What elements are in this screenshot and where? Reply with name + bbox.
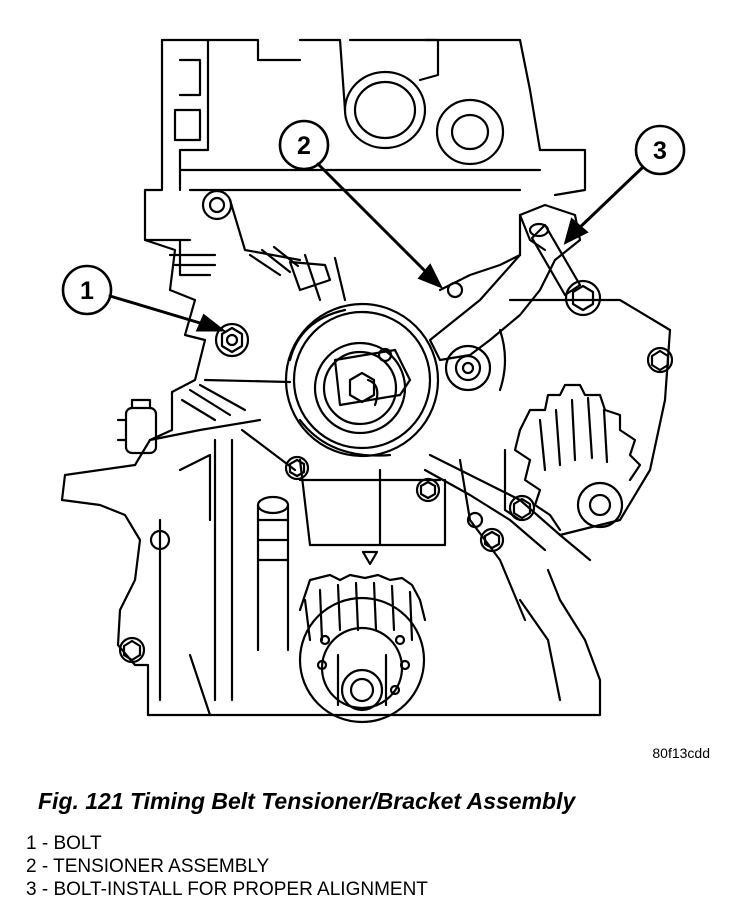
crank-sprocket (298, 550, 427, 724)
legend-item: 2 - TENSIONER ASSEMBLY (26, 856, 270, 877)
callout-2-badge (278, 119, 330, 171)
water-pump (498, 298, 672, 537)
tensioner-bracket (428, 203, 582, 392)
callout-2-number: 2 (297, 132, 311, 160)
figure-caption: Fig. 121 Timing Belt Tensioner/Bracket A… (38, 788, 576, 814)
callout-3-leader (573, 166, 644, 234)
stud (256, 495, 290, 652)
callout-1-leader (108, 294, 212, 328)
alignment-bolt (528, 222, 602, 317)
bolt-1-part (214, 322, 250, 358)
tensioner-pulley (284, 302, 440, 458)
engine-illustration: 1 2 3 (60, 38, 686, 724)
callout-3-number: 3 (653, 137, 667, 165)
callout-1-arrowhead (195, 313, 227, 332)
callout-1-badge (61, 264, 113, 316)
callout-1-number: 1 (80, 277, 94, 305)
legend-item: 1 - BOLT (26, 833, 102, 854)
cylinder-head (143, 38, 587, 242)
image-code: 80f13cdd (652, 745, 710, 761)
callout-3-arrowhead (563, 217, 589, 245)
timing-belt (423, 453, 592, 562)
engine-block (60, 198, 602, 717)
legend-list: 1 - BOLT 2 - TENSIONER ASSEMBLY 3 - BOLT… (26, 832, 428, 901)
callout-2-leader (316, 162, 432, 278)
legend-item: 3 - BOLT-INSTALL FOR PROPER ALIGNMENT (26, 879, 428, 900)
callout-2-arrowhead (417, 263, 444, 289)
callout-3-badge (634, 124, 686, 176)
block-bolts (118, 189, 674, 664)
sensor (116, 398, 158, 455)
